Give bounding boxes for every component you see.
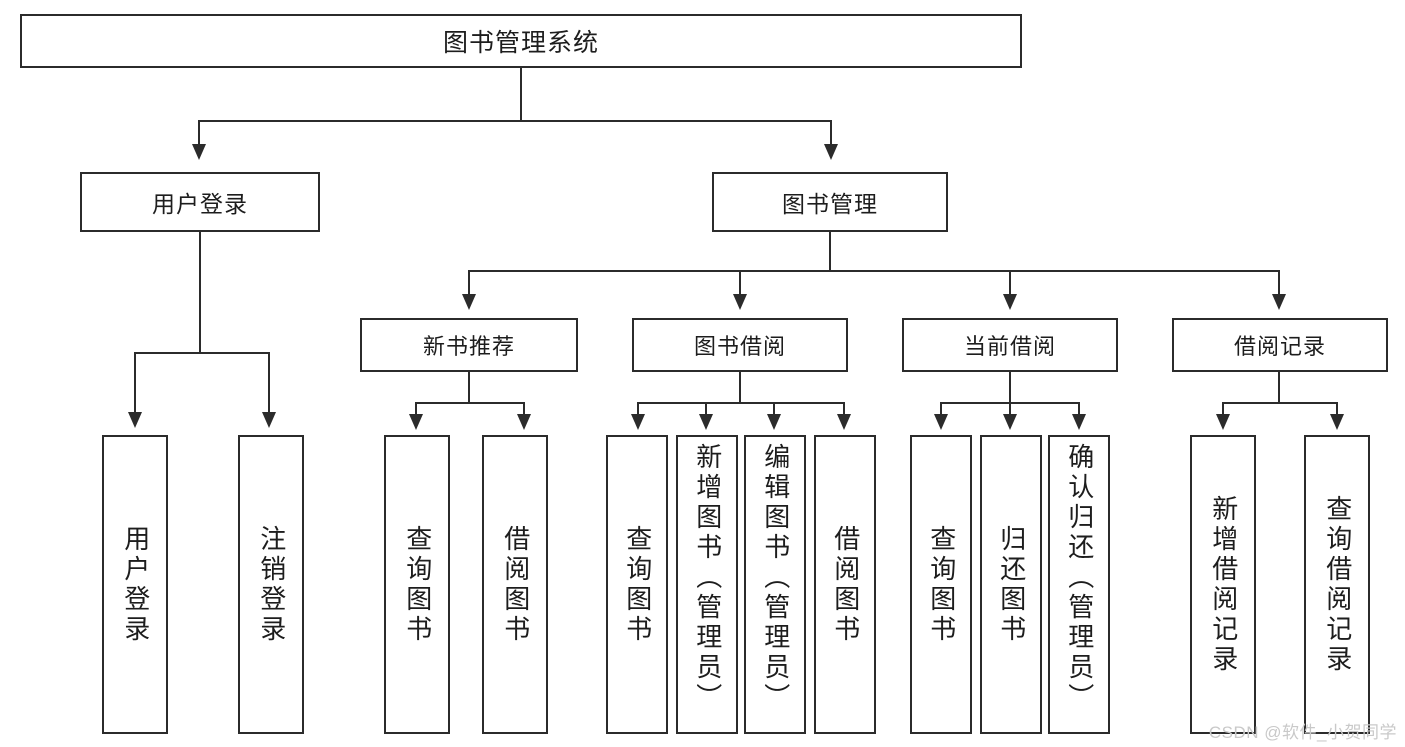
node-current-borrow[interactable]: 当前借阅 — [902, 318, 1118, 372]
arrow-user-login-to-leaf-2 — [262, 412, 276, 428]
node-leaf-add-record[interactable]: 新增借阅记录 — [1190, 435, 1256, 734]
node-label: 借阅图书 — [830, 524, 861, 645]
connector-current-borrow-to-leaf-1 — [940, 402, 942, 416]
node-leaf-user-login[interactable]: 用户登录 — [102, 435, 168, 734]
node-label: 查询图书 — [622, 524, 653, 645]
node-label: 用户登录 — [152, 191, 248, 217]
node-borrow-record[interactable]: 借阅记录 — [1172, 318, 1388, 372]
arrow-book-borrow-to-leaf-4 — [837, 414, 851, 430]
node-leaf-confirm-return[interactable]: 确认归还（管理员） — [1048, 435, 1110, 734]
node-leaf-borrow-book-borrow[interactable]: 借阅图书 — [814, 435, 876, 734]
node-leaf-query-book-current[interactable]: 查询图书 — [910, 435, 972, 734]
connector-book-borrow-to-leaf-2 — [705, 402, 707, 416]
connector-new-book-bus — [415, 402, 525, 404]
node-leaf-query-book-borrow[interactable]: 查询图书 — [606, 435, 668, 734]
node-label: 图书借阅 — [693, 334, 786, 359]
node-root-system[interactable]: 图书管理系统 — [20, 14, 1022, 68]
node-label: 新书推荐 — [422, 334, 515, 359]
node-label: 用户登录 — [120, 524, 151, 645]
connector-book-manage-to-book-borrow — [739, 270, 741, 296]
arrow-current-borrow-to-leaf-2 — [1003, 414, 1017, 430]
node-leaf-query-record[interactable]: 查询借阅记录 — [1304, 435, 1370, 734]
node-label: 新增借阅记录 — [1208, 494, 1239, 675]
node-label: 借阅图书 — [500, 524, 531, 645]
connector-new-book-stem — [468, 372, 470, 402]
connector-book-manage-bus — [468, 270, 1280, 272]
arrow-new-book-to-leaf-1 — [409, 414, 423, 430]
node-label: 图书管理系统 — [442, 29, 599, 57]
connector-current-borrow-to-leaf-2 — [1009, 402, 1011, 416]
arrow-book-borrow-to-leaf-2 — [699, 414, 713, 430]
node-book-manage[interactable]: 图书管理 — [712, 172, 948, 232]
arrow-root-to-user-login — [192, 144, 206, 160]
arrow-book-manage-to-current-borrow — [1003, 294, 1017, 310]
node-leaf-borrow-book-new[interactable]: 借阅图书 — [482, 435, 548, 734]
arrow-new-book-to-leaf-2 — [517, 414, 531, 430]
connector-book-borrow-to-leaf-4 — [843, 402, 845, 416]
connector-new-book-to-leaf-2 — [523, 402, 525, 416]
node-leaf-edit-book[interactable]: 编辑图书（管理员） — [744, 435, 806, 734]
connector-root-bus — [198, 120, 832, 122]
node-label: 借阅记录 — [1233, 334, 1326, 359]
arrow-current-borrow-to-leaf-3 — [1072, 414, 1086, 430]
node-leaf-user-logout[interactable]: 注销登录 — [238, 435, 304, 734]
arrow-borrow-record-to-leaf-1 — [1216, 414, 1230, 430]
connector-user-login-bus — [134, 352, 268, 354]
node-label: 新增图书（管理员） — [692, 443, 723, 713]
connector-user-login-to-leaf-2 — [268, 352, 270, 414]
connector-borrow-record-to-leaf-1 — [1222, 402, 1224, 416]
connector-user-login-stem — [199, 232, 201, 352]
arrow-book-borrow-to-leaf-1 — [631, 414, 645, 430]
connector-current-borrow-to-leaf-3 — [1078, 402, 1080, 416]
node-user-login[interactable]: 用户登录 — [80, 172, 320, 232]
connector-book-manage-to-current-borrow — [1009, 270, 1011, 296]
connector-current-borrow-stem — [1009, 372, 1011, 402]
node-leaf-query-book-new[interactable]: 查询图书 — [384, 435, 450, 734]
node-leaf-add-book[interactable]: 新增图书（管理员） — [676, 435, 738, 734]
node-label: 注销登录 — [256, 524, 287, 645]
connector-book-borrow-stem — [739, 372, 741, 402]
node-label: 查询图书 — [402, 524, 433, 645]
connector-root-stem — [520, 68, 522, 120]
arrow-book-manage-to-borrow-record — [1272, 294, 1286, 310]
arrow-book-borrow-to-leaf-3 — [767, 414, 781, 430]
connector-borrow-record-bus — [1222, 402, 1338, 404]
connector-borrow-record-to-leaf-2 — [1336, 402, 1338, 416]
arrow-book-manage-to-new-book — [462, 294, 476, 310]
node-label: 查询图书 — [926, 524, 957, 645]
node-label: 查询借阅记录 — [1322, 494, 1353, 675]
node-label: 图书管理 — [782, 191, 878, 217]
connector-new-book-to-leaf-1 — [415, 402, 417, 416]
arrow-book-manage-to-book-borrow — [733, 294, 747, 310]
node-label: 归还图书 — [996, 524, 1027, 645]
arrow-current-borrow-to-leaf-1 — [934, 414, 948, 430]
node-leaf-return-book[interactable]: 归还图书 — [980, 435, 1042, 734]
connector-book-borrow-to-leaf-1 — [637, 402, 639, 416]
connector-book-manage-to-borrow-record — [1278, 270, 1280, 296]
connector-book-manage-to-new-book — [468, 270, 470, 296]
connector-book-borrow-to-leaf-3 — [773, 402, 775, 416]
connector-book-borrow-bus — [637, 402, 845, 404]
arrow-user-login-to-leaf-1 — [128, 412, 142, 428]
connector-root-to-user-login — [198, 120, 200, 146]
node-label: 确认归还（管理员） — [1064, 443, 1095, 713]
node-new-book-recommend[interactable]: 新书推荐 — [360, 318, 578, 372]
arrow-borrow-record-to-leaf-2 — [1330, 414, 1344, 430]
connector-user-login-to-leaf-1 — [134, 352, 136, 414]
connector-borrow-record-stem — [1278, 372, 1280, 402]
connector-book-manage-stem — [829, 232, 831, 270]
node-book-borrow[interactable]: 图书借阅 — [632, 318, 848, 372]
node-label: 编辑图书（管理员） — [760, 443, 791, 713]
connector-root-to-book-manage — [830, 120, 832, 146]
arrow-root-to-book-manage — [824, 144, 838, 160]
node-label: 当前借阅 — [963, 334, 1056, 359]
